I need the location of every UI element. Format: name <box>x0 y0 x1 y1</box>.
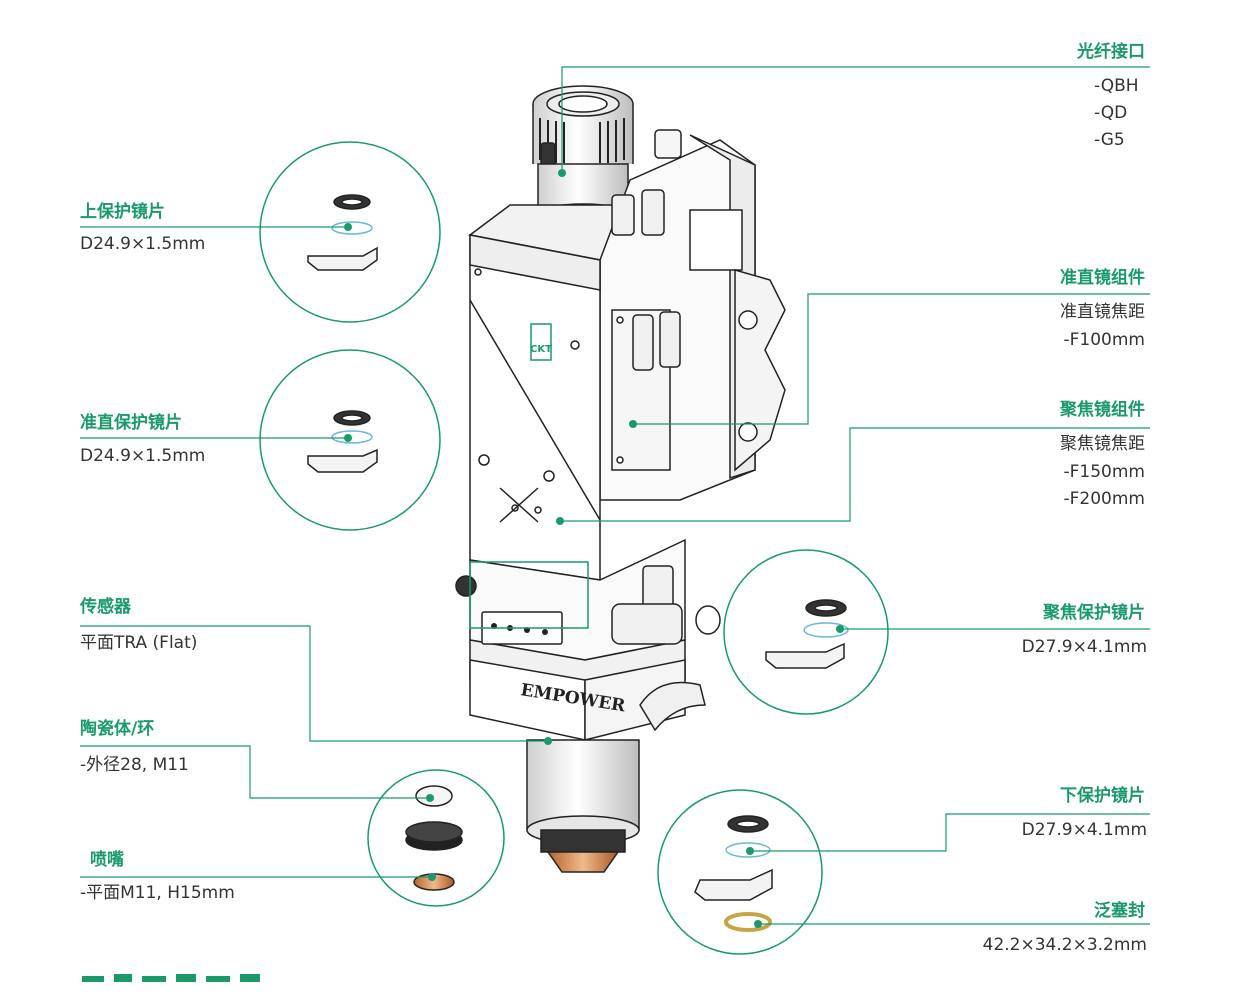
collimating-protective-lens-spec: D24.9×1.5mm <box>80 446 206 466</box>
nozzle-title: 喷嘴 <box>90 850 124 870</box>
detail-circle-collimating-lens <box>259 349 441 531</box>
focusing-protective-lens-title: 聚焦保护镜片 <box>1043 603 1145 623</box>
detail-circle-focusing-lens <box>723 549 889 715</box>
sensor-title: 传感器 <box>80 597 131 617</box>
collimating-assembly-spec-label: 准直镜焦距 <box>1060 302 1145 322</box>
brand-logo-text: CKT <box>530 344 552 355</box>
air-fittings <box>611 189 721 732</box>
fiber-interface-spec-qd: -QD <box>1094 103 1128 123</box>
lower-protective-lens-spec: D27.9×4.1mm <box>1021 820 1147 840</box>
upper-protective-lens-title: 上保护镜片 <box>80 202 165 222</box>
upper-protective-lens-spec: D24.9×1.5mm <box>80 234 206 254</box>
collimating-protective-lens-title: 准直保护镜片 <box>80 413 182 433</box>
laser-head-body <box>455 85 786 873</box>
leader-collimating-assembly <box>633 293 1150 425</box>
collimating-assembly-title: 准直镜组件 <box>1060 268 1145 288</box>
collimating-assembly-spec-f100: -F100mm <box>1063 330 1145 350</box>
cutoff-heading-fragment <box>80 968 280 998</box>
sensor-spec: 平面TRA (Flat) <box>80 633 198 653</box>
detail-circle-lower-lens <box>657 789 823 955</box>
seal-spec: 42.2×34.2×3.2mm <box>982 935 1147 955</box>
detail-circle-nozzle <box>367 769 505 907</box>
focusing-assembly-spec-f200: -F200mm <box>1063 489 1145 509</box>
leader-ceramic <box>80 745 430 799</box>
leader-lower-lens <box>750 813 1150 852</box>
focusing-protective-lens-spec: D27.9×4.1mm <box>1021 637 1147 657</box>
fiber-interface-title: 光纤接口 <box>1077 42 1145 62</box>
lower-protective-lens-title: 下保护镜片 <box>1060 786 1145 806</box>
part-drawings <box>307 194 849 932</box>
ceramic-body-ring-title: 陶瓷体/环 <box>80 719 155 739</box>
sensor-outline <box>469 561 589 629</box>
focusing-assembly-spec-label: 聚焦镜焦距 <box>1060 434 1145 454</box>
leader-dots <box>344 169 844 928</box>
leader-sensor <box>80 625 548 742</box>
detail-circle-upper-lens <box>259 141 441 323</box>
leader-fiber <box>561 66 1150 173</box>
focusing-assembly-spec-f150: -F150mm <box>1063 462 1145 482</box>
leader-lines <box>80 66 1150 925</box>
detail-circles <box>259 141 889 955</box>
leader-focusing-assembly <box>560 427 1150 522</box>
fiber-interface-spec-qbh: -QBH <box>1094 76 1139 96</box>
ceramic-body-ring-spec: -外径28, M11 <box>80 755 189 775</box>
nozzle-spec: -平面M11, H15mm <box>80 883 235 903</box>
focusing-assembly-title: 聚焦镜组件 <box>1060 400 1145 420</box>
seal-title: 泛塞封 <box>1094 901 1145 921</box>
fiber-interface-spec-g5: -G5 <box>1094 130 1125 150</box>
